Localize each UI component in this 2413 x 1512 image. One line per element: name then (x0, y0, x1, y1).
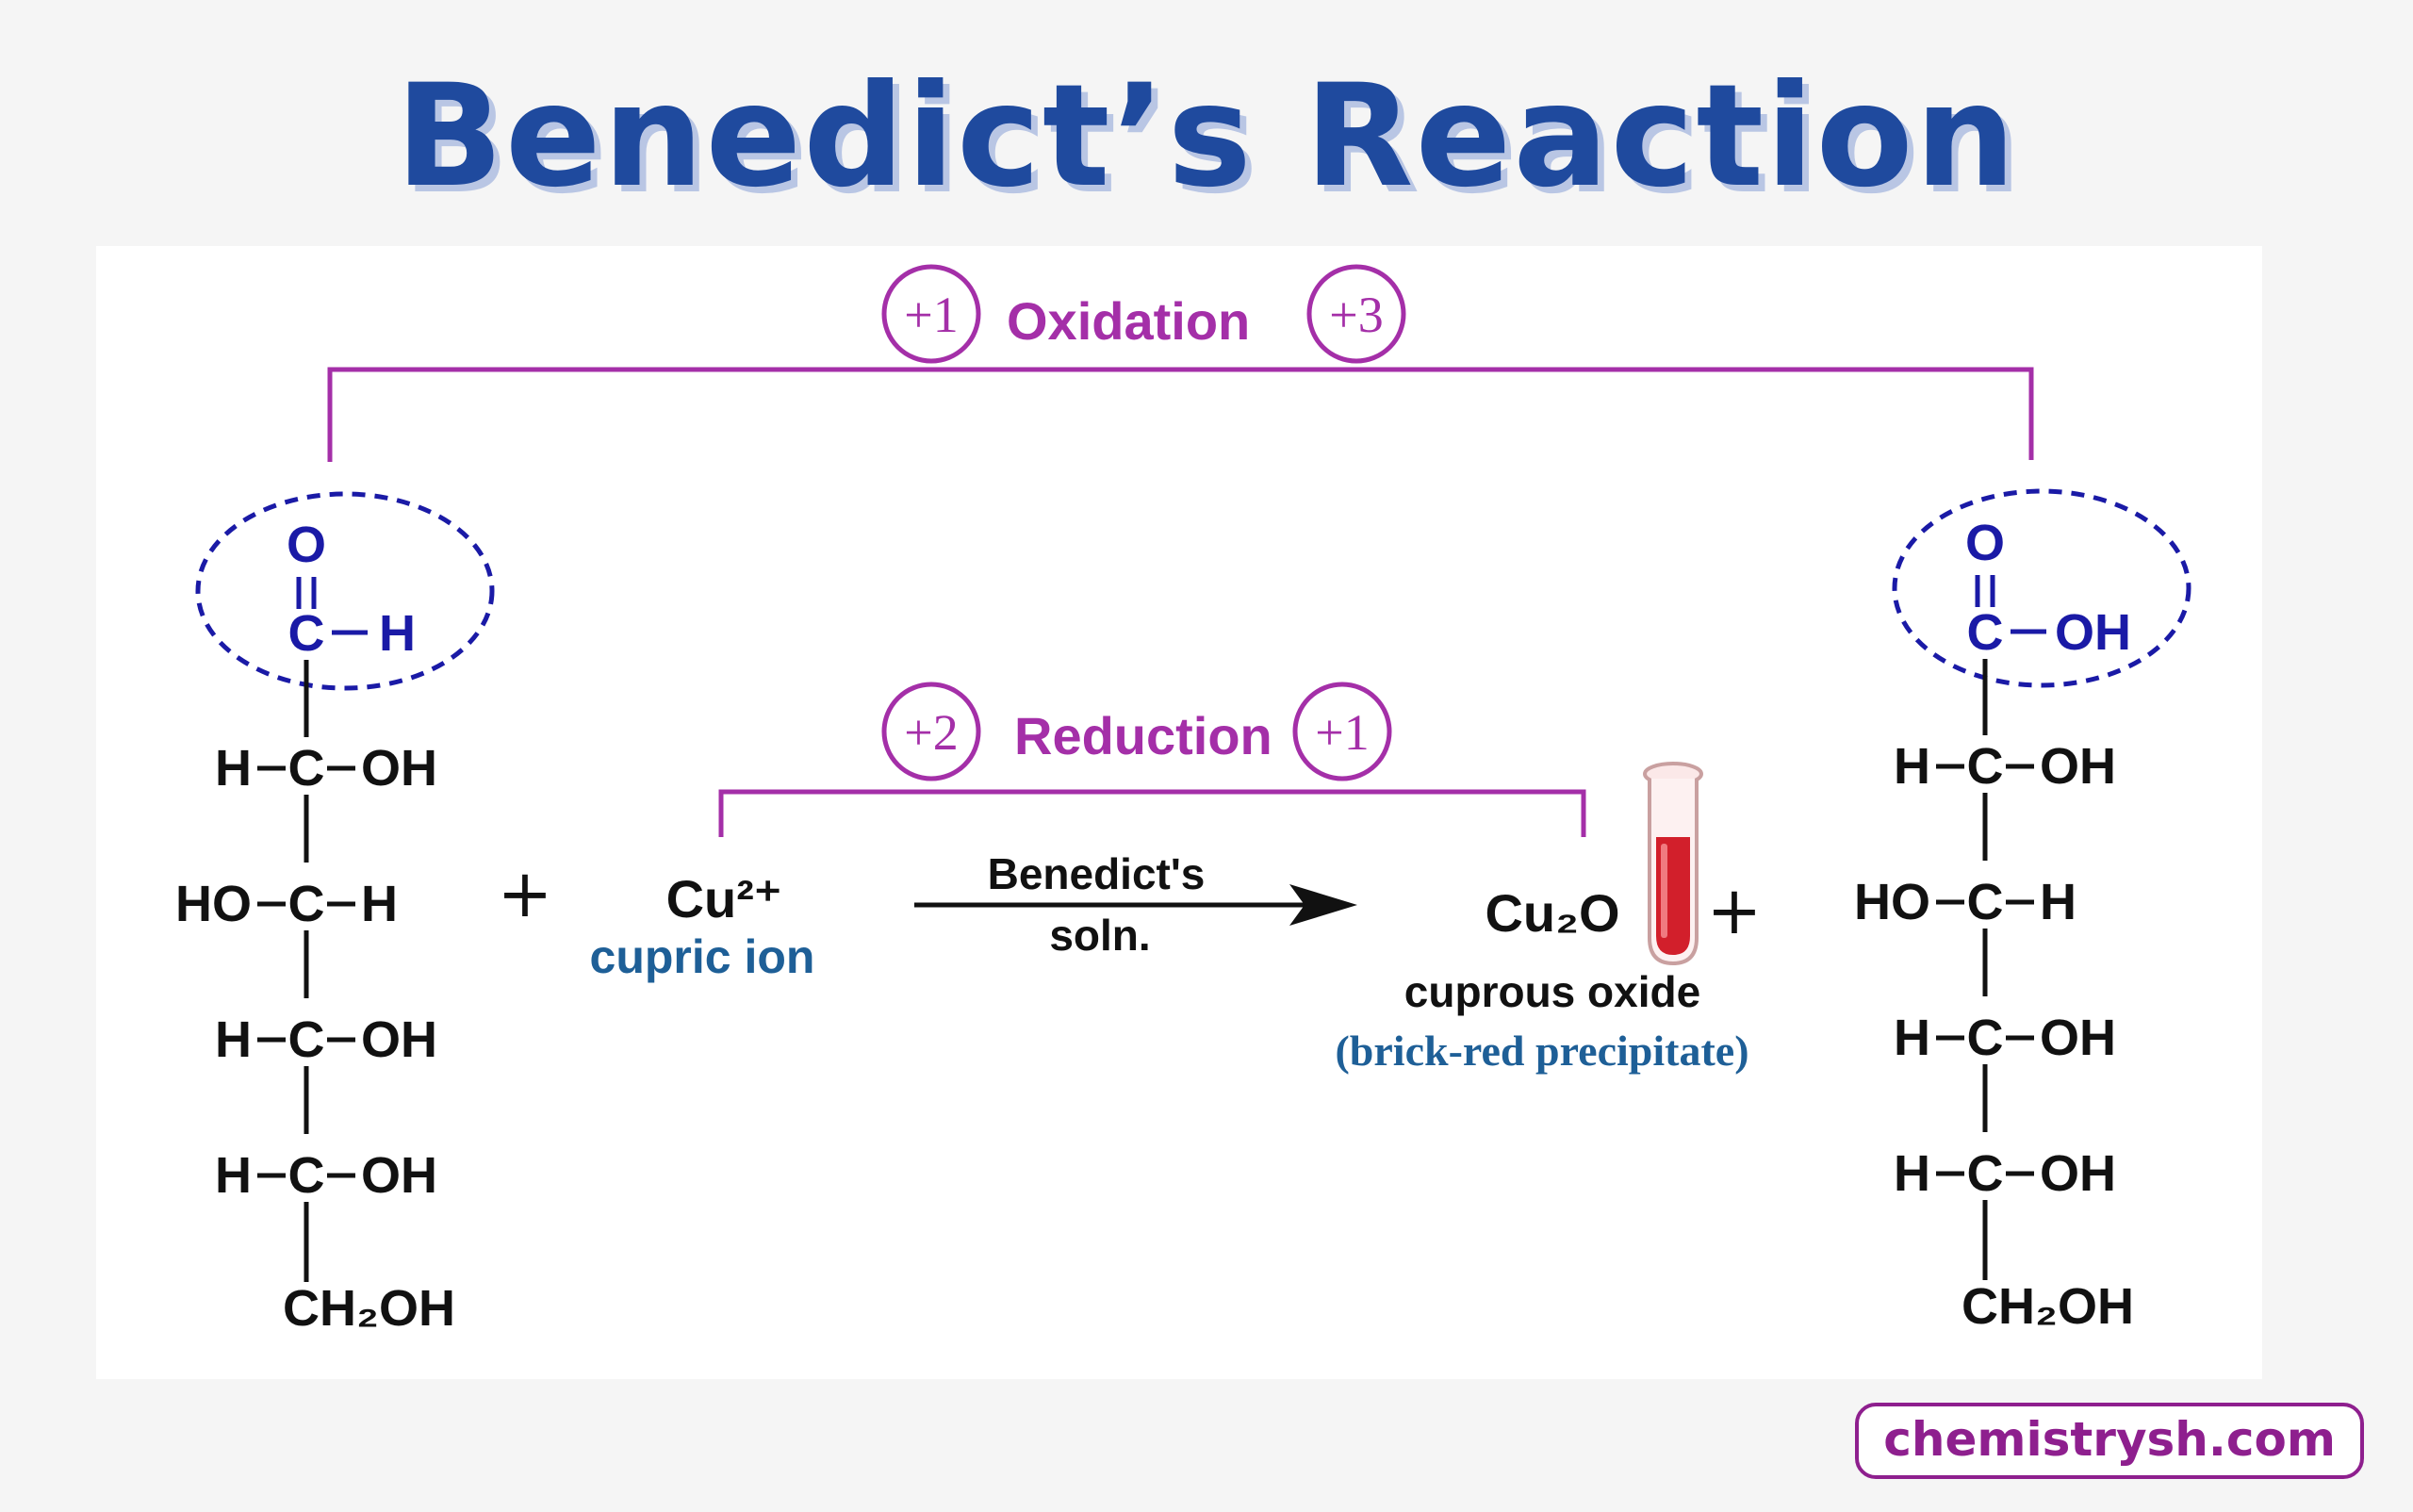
carboxyl-oxygen: O (1965, 515, 2005, 571)
arrowhead (1289, 884, 1357, 926)
oxidation-state-badge-end (1306, 264, 1406, 364)
substituent-right: OH (361, 1147, 437, 1204)
substituent-right: H (2040, 874, 2076, 930)
substituent-left: H (215, 1011, 252, 1068)
substituent-left: H (215, 1147, 252, 1204)
site-badge[interactable]: chemistrysh.com (1855, 1403, 2364, 1479)
cuprous-oxide: Cu₂O cuprous oxide (brick-red precipitat… (1335, 883, 1748, 1075)
reagent-line-2: soln. (1049, 911, 1150, 960)
reduction-state-badge-end (1292, 682, 1392, 781)
cuprous-note: (brick-red precipitate) (1335, 1027, 1748, 1075)
gluconic-terminal-group: CH₂OH (1962, 1278, 2134, 1335)
substituent-right: OH (361, 1011, 437, 1068)
carboxyl-carbon: C (1967, 604, 2004, 661)
oxidation-state-start: +1 (904, 287, 958, 343)
page-title: Benedict’s Reaction (395, 55, 2018, 219)
substituent-left: HO (1854, 874, 1930, 930)
cuprous-formula: Cu₂O (1485, 883, 1619, 943)
reduction-bracket: +2 Reduction +1 (718, 682, 1586, 837)
aldehyde-group-highlight (195, 491, 495, 691)
diagram-panel (96, 246, 2262, 1379)
carbon-atom: C (288, 876, 325, 932)
cupric-name: cupric ion (590, 930, 815, 983)
plus-sign-1: + (498, 855, 553, 932)
substituent-right: OH (2040, 1010, 2116, 1066)
test-tube-icon (1643, 762, 1703, 966)
carbon-atom: C (1967, 1010, 2004, 1066)
glucose-terminal-group: CH₂OH (283, 1280, 455, 1337)
oxidation-bracket: +1 Oxidation +3 (327, 264, 2034, 462)
substituent-right: H (361, 876, 398, 932)
cuprous-name: cuprous oxide (1404, 967, 1700, 1016)
reduction-state-end: +1 (1315, 704, 1369, 761)
aldehyde-oxygen: O (287, 517, 326, 573)
oxidation-state-badge-start (881, 264, 981, 364)
carbon-atom: C (1967, 738, 2004, 795)
carbon-atom: C (1967, 874, 2004, 930)
oxidation-label: Oxidation (1007, 291, 1250, 351)
reduction-state-badge-start (881, 682, 981, 781)
reaction-arrow: Benedict's soln. (914, 849, 1357, 960)
plus-sign-2: + (1707, 872, 1763, 949)
substituent-right: OH (361, 740, 437, 797)
reduction-state-start: +2 (904, 704, 958, 761)
carbon-atom: C (288, 740, 325, 797)
substituent-left: H (1894, 738, 1930, 795)
carboxyl-hydroxyl: OH (2055, 604, 2131, 661)
substituent-left: H (1894, 1010, 1930, 1066)
carbon-atom: C (288, 1147, 325, 1204)
substituent-right: OH (2040, 1145, 2116, 1202)
substituent-left: H (215, 740, 252, 797)
aldehyde-carbon: C (288, 605, 325, 662)
cupric-formula: Cu²⁺ (666, 869, 782, 929)
oxidation-state-end: +3 (1329, 287, 1383, 343)
carbon-atom: C (1967, 1145, 2004, 1202)
substituent-left: HO (175, 876, 252, 932)
reagent-line-1: Benedict's (988, 849, 1206, 898)
cupric-ion: Cu²⁺ cupric ion (590, 869, 815, 983)
substituent-right: OH (2040, 738, 2116, 795)
aldehyde-hydrogen: H (379, 605, 416, 662)
carboxyl-group-highlight (1892, 488, 2191, 688)
reduction-label: Reduction (1014, 706, 1272, 765)
carbon-atom: C (288, 1011, 325, 1068)
substituent-left: H (1894, 1145, 1930, 1202)
